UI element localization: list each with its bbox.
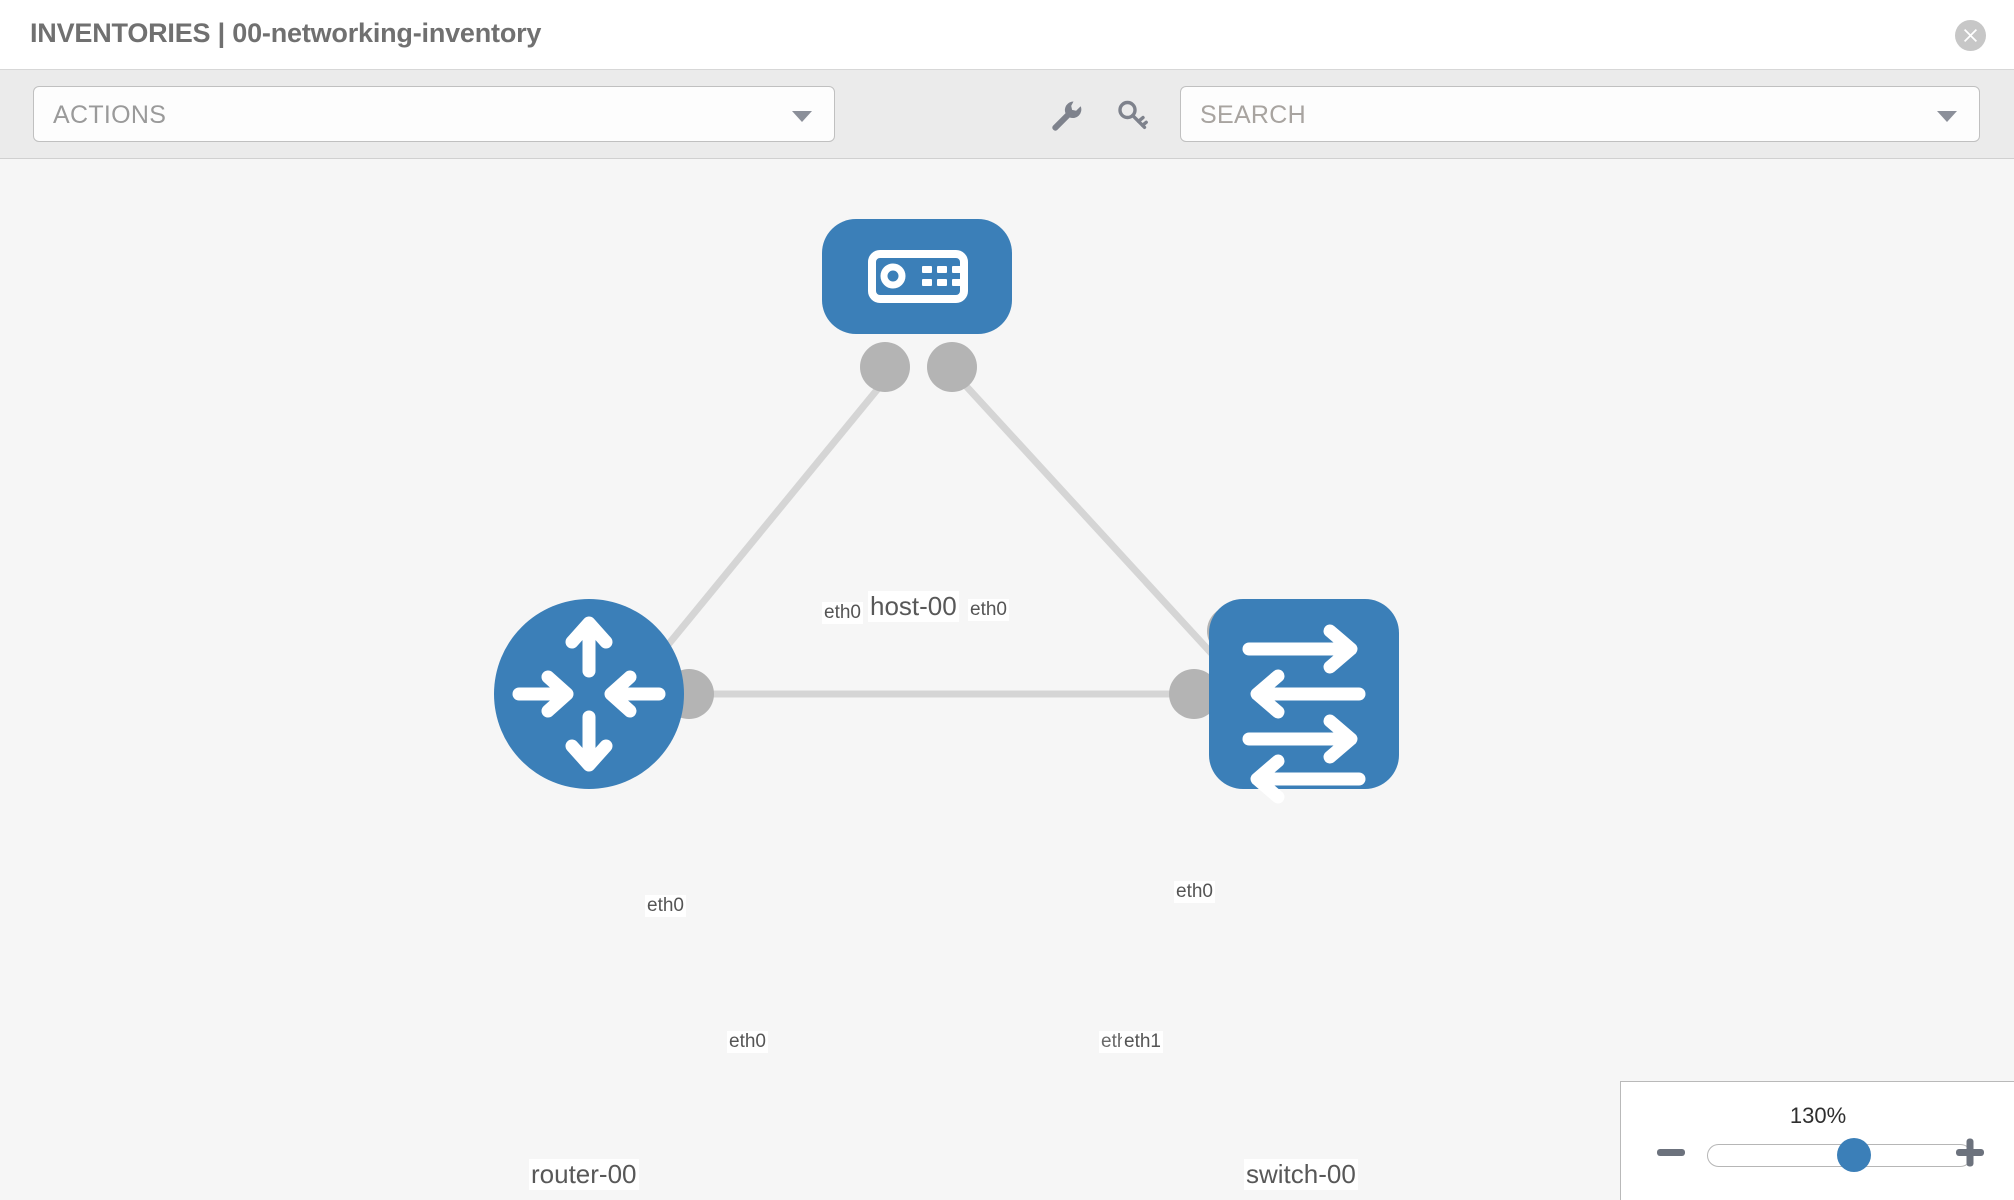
server-ports-icon [922,266,962,286]
search-input[interactable]: SEARCH [1180,86,1980,142]
search-placeholder: SEARCH [1200,101,1306,129]
iface-label: eth0 [822,602,863,624]
server-icon [868,250,968,303]
zoom-control-panel: 130% [1620,1081,2014,1200]
switch-arrows-icon [1242,624,1366,804]
topology-canvas[interactable]: eth0 eth0 eth0 eth0 eth0 eth eth1 host-0… [0,159,2014,1200]
zoom-level-label: 130% [1789,1103,1847,1128]
iface-marker-host-eth0-right [927,342,977,392]
actions-dropdown[interactable]: ACTIONS [33,86,835,142]
node-label-switch-00[interactable]: switch-00 [1244,1159,1358,1190]
interface-markers [664,342,1257,719]
key-icon[interactable] [1113,96,1151,134]
server-led-icon [880,263,906,289]
iface-marker-host-eth0-left [860,342,910,392]
edge-host-switch [952,371,1238,682]
node-label-host-00[interactable]: host-00 [868,591,959,622]
iface-label: eth0 [968,599,1009,621]
iface-label: eth [1099,1031,1130,1053]
page-header: INVENTORIES | 00-networking-inventory [0,0,2014,70]
edge-group [637,371,1238,698]
node-switch-00 [1209,599,1399,804]
toolbar: ACTIONS SEARCH [0,70,2014,159]
edge-host-router [637,371,893,682]
iface-label: eth0 [727,1031,768,1053]
chevron-down-icon [792,111,812,122]
plus-icon[interactable] [1953,1135,1987,1169]
actions-dropdown-label: ACTIONS [53,101,167,129]
node-router-00 [494,599,684,789]
iface-label: eth0 [645,895,686,917]
iface-label: eth0 [1174,881,1215,903]
node-host-00 [822,219,1012,334]
topology-graph [494,219,1399,804]
page-title: INVENTORIES | 00-networking-inventory [30,18,542,48]
node-label-router-00[interactable]: router-00 [529,1159,639,1190]
wrench-icon[interactable] [1046,96,1084,134]
router-arrows-icon [512,616,666,772]
chevron-down-icon[interactable] [1937,111,1957,122]
minus-icon[interactable] [1654,1135,1688,1169]
iface-marker-switch-eth1 [1169,669,1219,719]
close-icon[interactable] [1955,20,1986,51]
zoom-slider-thumb[interactable] [1837,1138,1871,1172]
iface-label: eth1 [1122,1031,1163,1053]
